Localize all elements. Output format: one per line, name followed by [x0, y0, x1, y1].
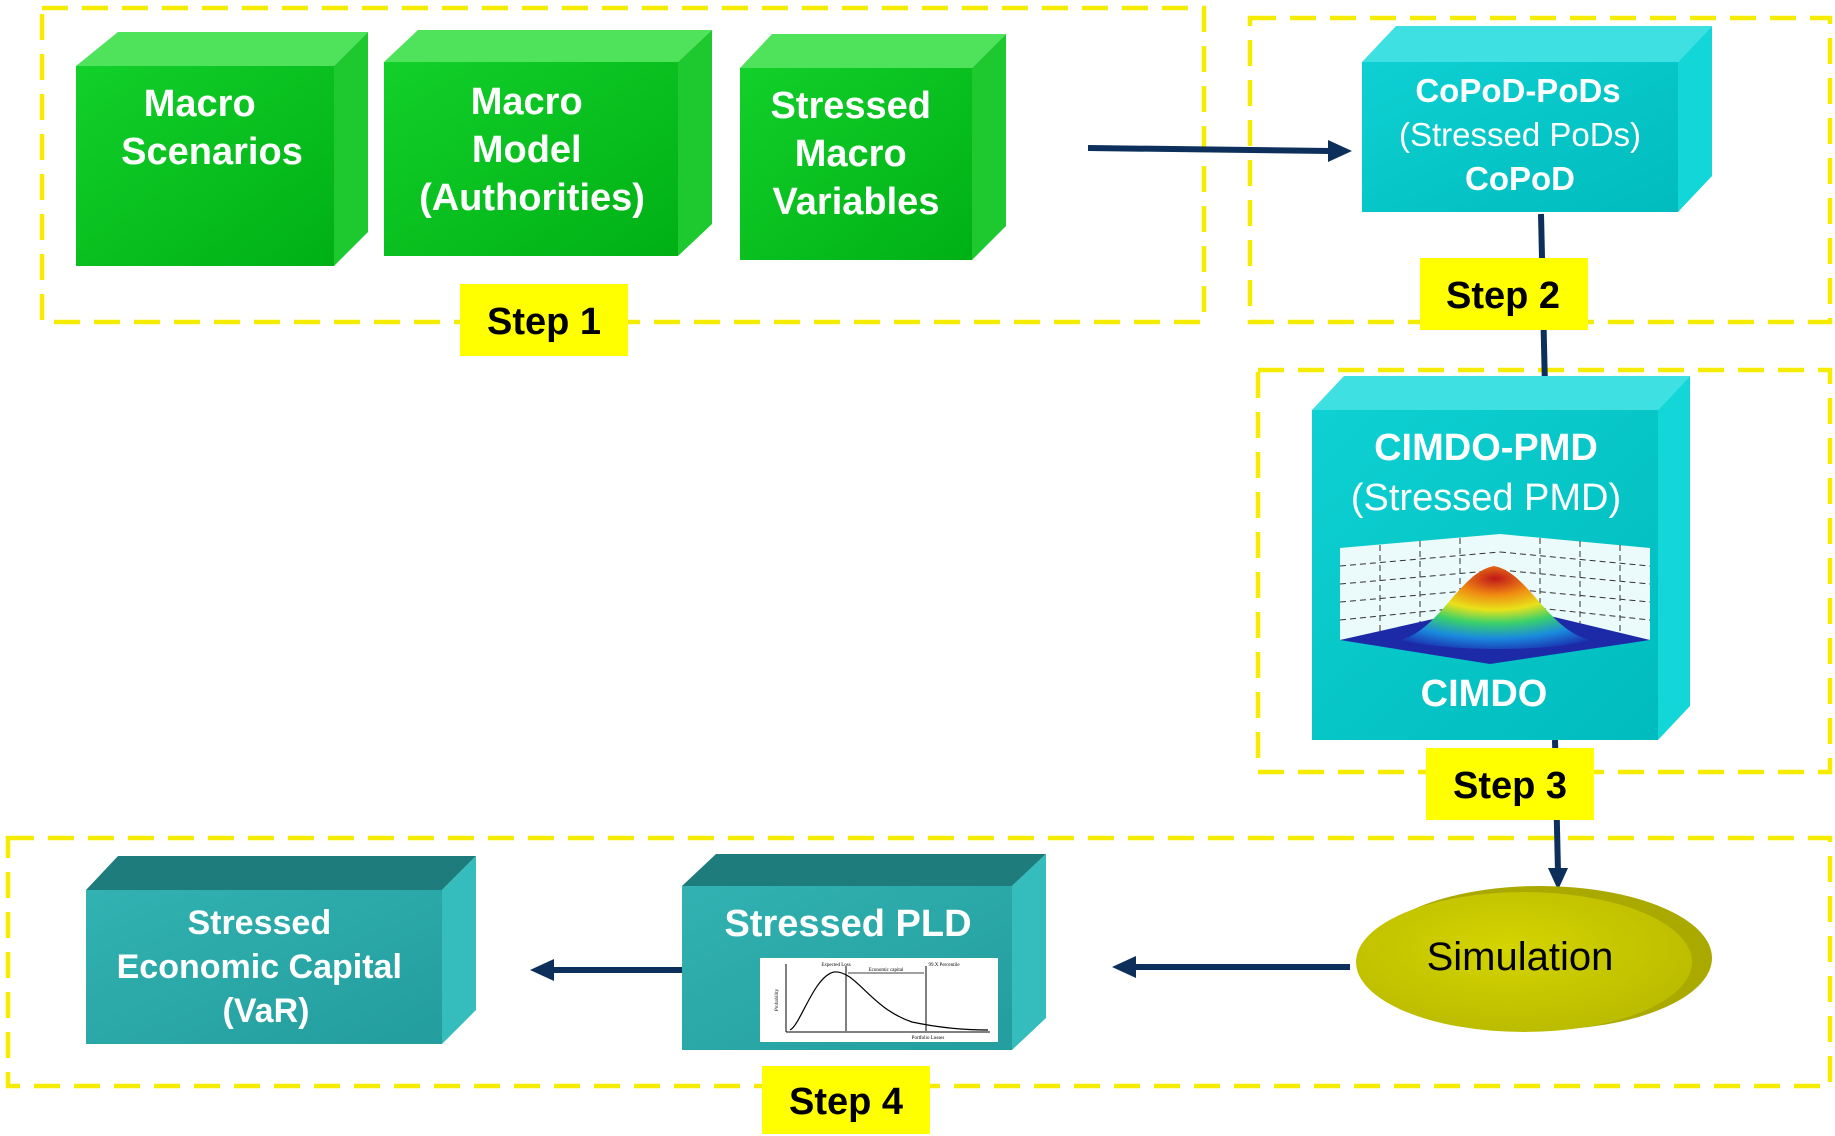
- svg-text:Macro Scenarios: Macro Scenarios: [121, 83, 303, 173]
- economic-capital-line-2: Economic Capital: [117, 948, 402, 986]
- pld-y-axis-label: Probability: [775, 988, 780, 1011]
- simulation-label: Simulation: [1427, 935, 1614, 979]
- step-3-label: Step 3: [1426, 748, 1594, 820]
- macro-model-line-2: Model: [472, 129, 582, 171]
- stressed-macro-variables-line-1: Stressed: [770, 85, 931, 127]
- stressed-macro-variables-box: Stressed Macro Variables: [740, 34, 1006, 260]
- copod-footer: CoPoD: [1465, 160, 1575, 197]
- copod-subtitle: (Stressed PoDs): [1399, 116, 1641, 153]
- macro-model-line-3: (Authorities): [419, 177, 645, 219]
- step-1-text: Step 1: [487, 301, 601, 343]
- pld-percentile-label: 99.X Percentile: [928, 963, 960, 968]
- step-2-label: Step 2: [1420, 258, 1588, 330]
- macro-scenarios-line-1: Macro: [144, 83, 256, 125]
- pld-loss-distribution-chart: Expected Loss Economic capital 99.X Perc…: [760, 958, 998, 1042]
- pld-expected-loss-label: Expected Loss: [821, 963, 850, 968]
- cimdo-footer: CIMDO: [1421, 673, 1548, 715]
- pmd-surface-plot: [1339, 534, 1651, 664]
- stressed-economic-capital-box: Stressed Economic Capital (VaR): [86, 856, 476, 1044]
- copod-title: CoPoD-PoDs: [1415, 72, 1620, 109]
- cimdo-box: CIMDO-PMD (Stressed PMD): [1312, 376, 1690, 740]
- macro-model-line-1: Macro: [471, 81, 583, 123]
- macro-scenarios-line-2: Scenarios: [121, 131, 303, 173]
- economic-capital-line-3: (VaR): [223, 992, 310, 1030]
- macro-scenarios-box: Macro Scenarios: [76, 32, 368, 266]
- svg-text:Stressed Economic Capita: Stressed Economic Capital (VaR): [117, 904, 412, 1030]
- svg-text:Macro Model (Autho: Macro Model (Authorities): [419, 81, 645, 219]
- step-4-label: Step 4: [762, 1066, 930, 1134]
- cimdo-subtitle: (Stressed PMD): [1351, 477, 1621, 519]
- arrow-pld-to-economic-capital: [530, 959, 682, 981]
- arrow-simulation-to-pld: [1112, 956, 1350, 978]
- step-1-label: Step 1: [460, 284, 628, 356]
- simulation-disk: Simulation: [1356, 886, 1712, 1032]
- step-3-text: Step 3: [1453, 765, 1567, 807]
- arrow-step1-to-copod: [1087, 140, 1352, 162]
- economic-capital-line-1: Stressed: [187, 904, 331, 942]
- step-4-text: Step 4: [789, 1081, 903, 1123]
- stressed-macro-variables-line-3: Variables: [773, 181, 940, 223]
- pld-economic-capital-label: Economic capital: [869, 968, 904, 973]
- stressed-macro-variables-line-2: Macro: [795, 133, 907, 175]
- step-2-text: Step 2: [1446, 275, 1560, 317]
- cimdo-title: CIMDO-PMD: [1374, 427, 1598, 469]
- stressed-pld-box: Stressed PLD Expected Loss Economic capi…: [682, 854, 1046, 1050]
- copod-box: CoPoD-PoDs (Stressed PoDs) CoPoD: [1362, 26, 1712, 212]
- pld-x-axis-label: Portfolio Losses: [912, 1036, 945, 1041]
- svg-text:Stressed Macro Var: Stressed Macro Variables: [770, 85, 941, 223]
- stressed-pld-label: Stressed PLD: [724, 903, 971, 945]
- macro-model-box: Macro Model (Authorities): [384, 30, 712, 256]
